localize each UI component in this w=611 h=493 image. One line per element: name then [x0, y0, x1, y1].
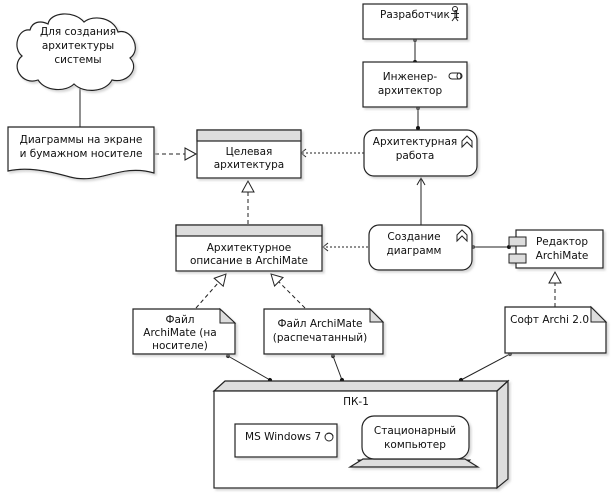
- edges: [79, 38, 562, 382]
- file-media-text-2: ArchiMate (на: [143, 327, 216, 339]
- arch-work-node[interactable]: Архитектурная работа: [363, 129, 478, 177]
- editor-text-1: Редактор: [536, 236, 588, 248]
- editor-node[interactable]: Редактор ArchiMate: [508, 229, 604, 269]
- target-arch-text-1: Целевая: [226, 146, 273, 158]
- file-printed-artifact[interactable]: Файл ArchiMate (распечатанный): [263, 307, 385, 355]
- target-architecture-node[interactable]: Целевая архитектура: [196, 129, 302, 179]
- create-text-2: диаграмм: [387, 245, 442, 257]
- edge-fileprinted-desc[interactable]: [270, 273, 306, 309]
- editor-text-2: ArchiMate: [536, 250, 589, 262]
- role-icon: [448, 72, 463, 80]
- arch-work-text-2: работа: [396, 150, 435, 162]
- os-node[interactable]: MS Windows 7: [234, 423, 338, 458]
- engineer-text-1: Инженер-: [383, 71, 438, 83]
- device-text-1: Стационарный: [374, 425, 456, 437]
- device-node[interactable]: Стационарный компьютер: [347, 415, 481, 468]
- pc-text: ПК-1: [343, 396, 369, 408]
- engineer-node[interactable]: Инженер- архитектор: [362, 61, 468, 108]
- file-printed-text-1: Файл ArchiMate: [277, 318, 362, 330]
- file-media-text-1: Файл: [165, 314, 194, 326]
- system-software-icon: [324, 432, 334, 442]
- target-arch-text-2: архитектура: [214, 159, 285, 171]
- component-icon: [508, 236, 527, 264]
- file-printed-text-2: (распечатанный): [273, 332, 367, 344]
- os-text: MS Windows 7: [245, 431, 321, 443]
- arch-desc-text-2: описание в ArchiMate: [190, 255, 308, 267]
- goal-text-2: архитектуры: [42, 40, 114, 52]
- create-diagrams-node[interactable]: Создание диаграмм: [368, 224, 473, 271]
- edge-pc-filemedia[interactable]: [226, 354, 272, 382]
- engineer-text-2: архитектор: [378, 85, 443, 97]
- file-media-artifact[interactable]: Файл ArchiMate (на носителе): [132, 307, 237, 355]
- arch-description-node[interactable]: Архитектурное описание в ArchiMate: [175, 224, 323, 272]
- goal-text-3: системы: [54, 54, 101, 66]
- arch-desc-text-1: Архитектурное: [207, 242, 292, 254]
- goal-text-1: Для создания: [40, 26, 116, 38]
- device-text-2: компьютер: [384, 439, 446, 451]
- soft-text: Софт Archi 2.0: [510, 314, 589, 326]
- process-icon: [456, 229, 468, 243]
- edge-filemedia-desc[interactable]: [195, 273, 227, 309]
- file-media-text-3: носителе): [152, 340, 208, 352]
- developer-text: Разработчик 1: [380, 9, 460, 21]
- developer-node[interactable]: Разработчик 1: [362, 3, 468, 40]
- representation-node[interactable]: Диаграммы на экране и бумажном носителе: [7, 126, 155, 180]
- edge-pc-fileprinted[interactable]: [331, 354, 344, 382]
- goal-cloud-node[interactable]: Для создания архитектуры системы: [16, 13, 136, 91]
- process-icon: [461, 135, 473, 149]
- actor-icon: [451, 6, 459, 22]
- soft-archi-artifact[interactable]: Софт Archi 2.0: [504, 305, 608, 354]
- edge-pc-soft[interactable]: [459, 352, 512, 382]
- representation-text-1: Диаграммы на экране: [20, 134, 143, 146]
- representation-text-2: и бумажном носителе: [20, 148, 143, 160]
- arch-work-text-1: Архитектурная: [373, 136, 457, 148]
- create-text-1: Создание: [387, 231, 440, 243]
